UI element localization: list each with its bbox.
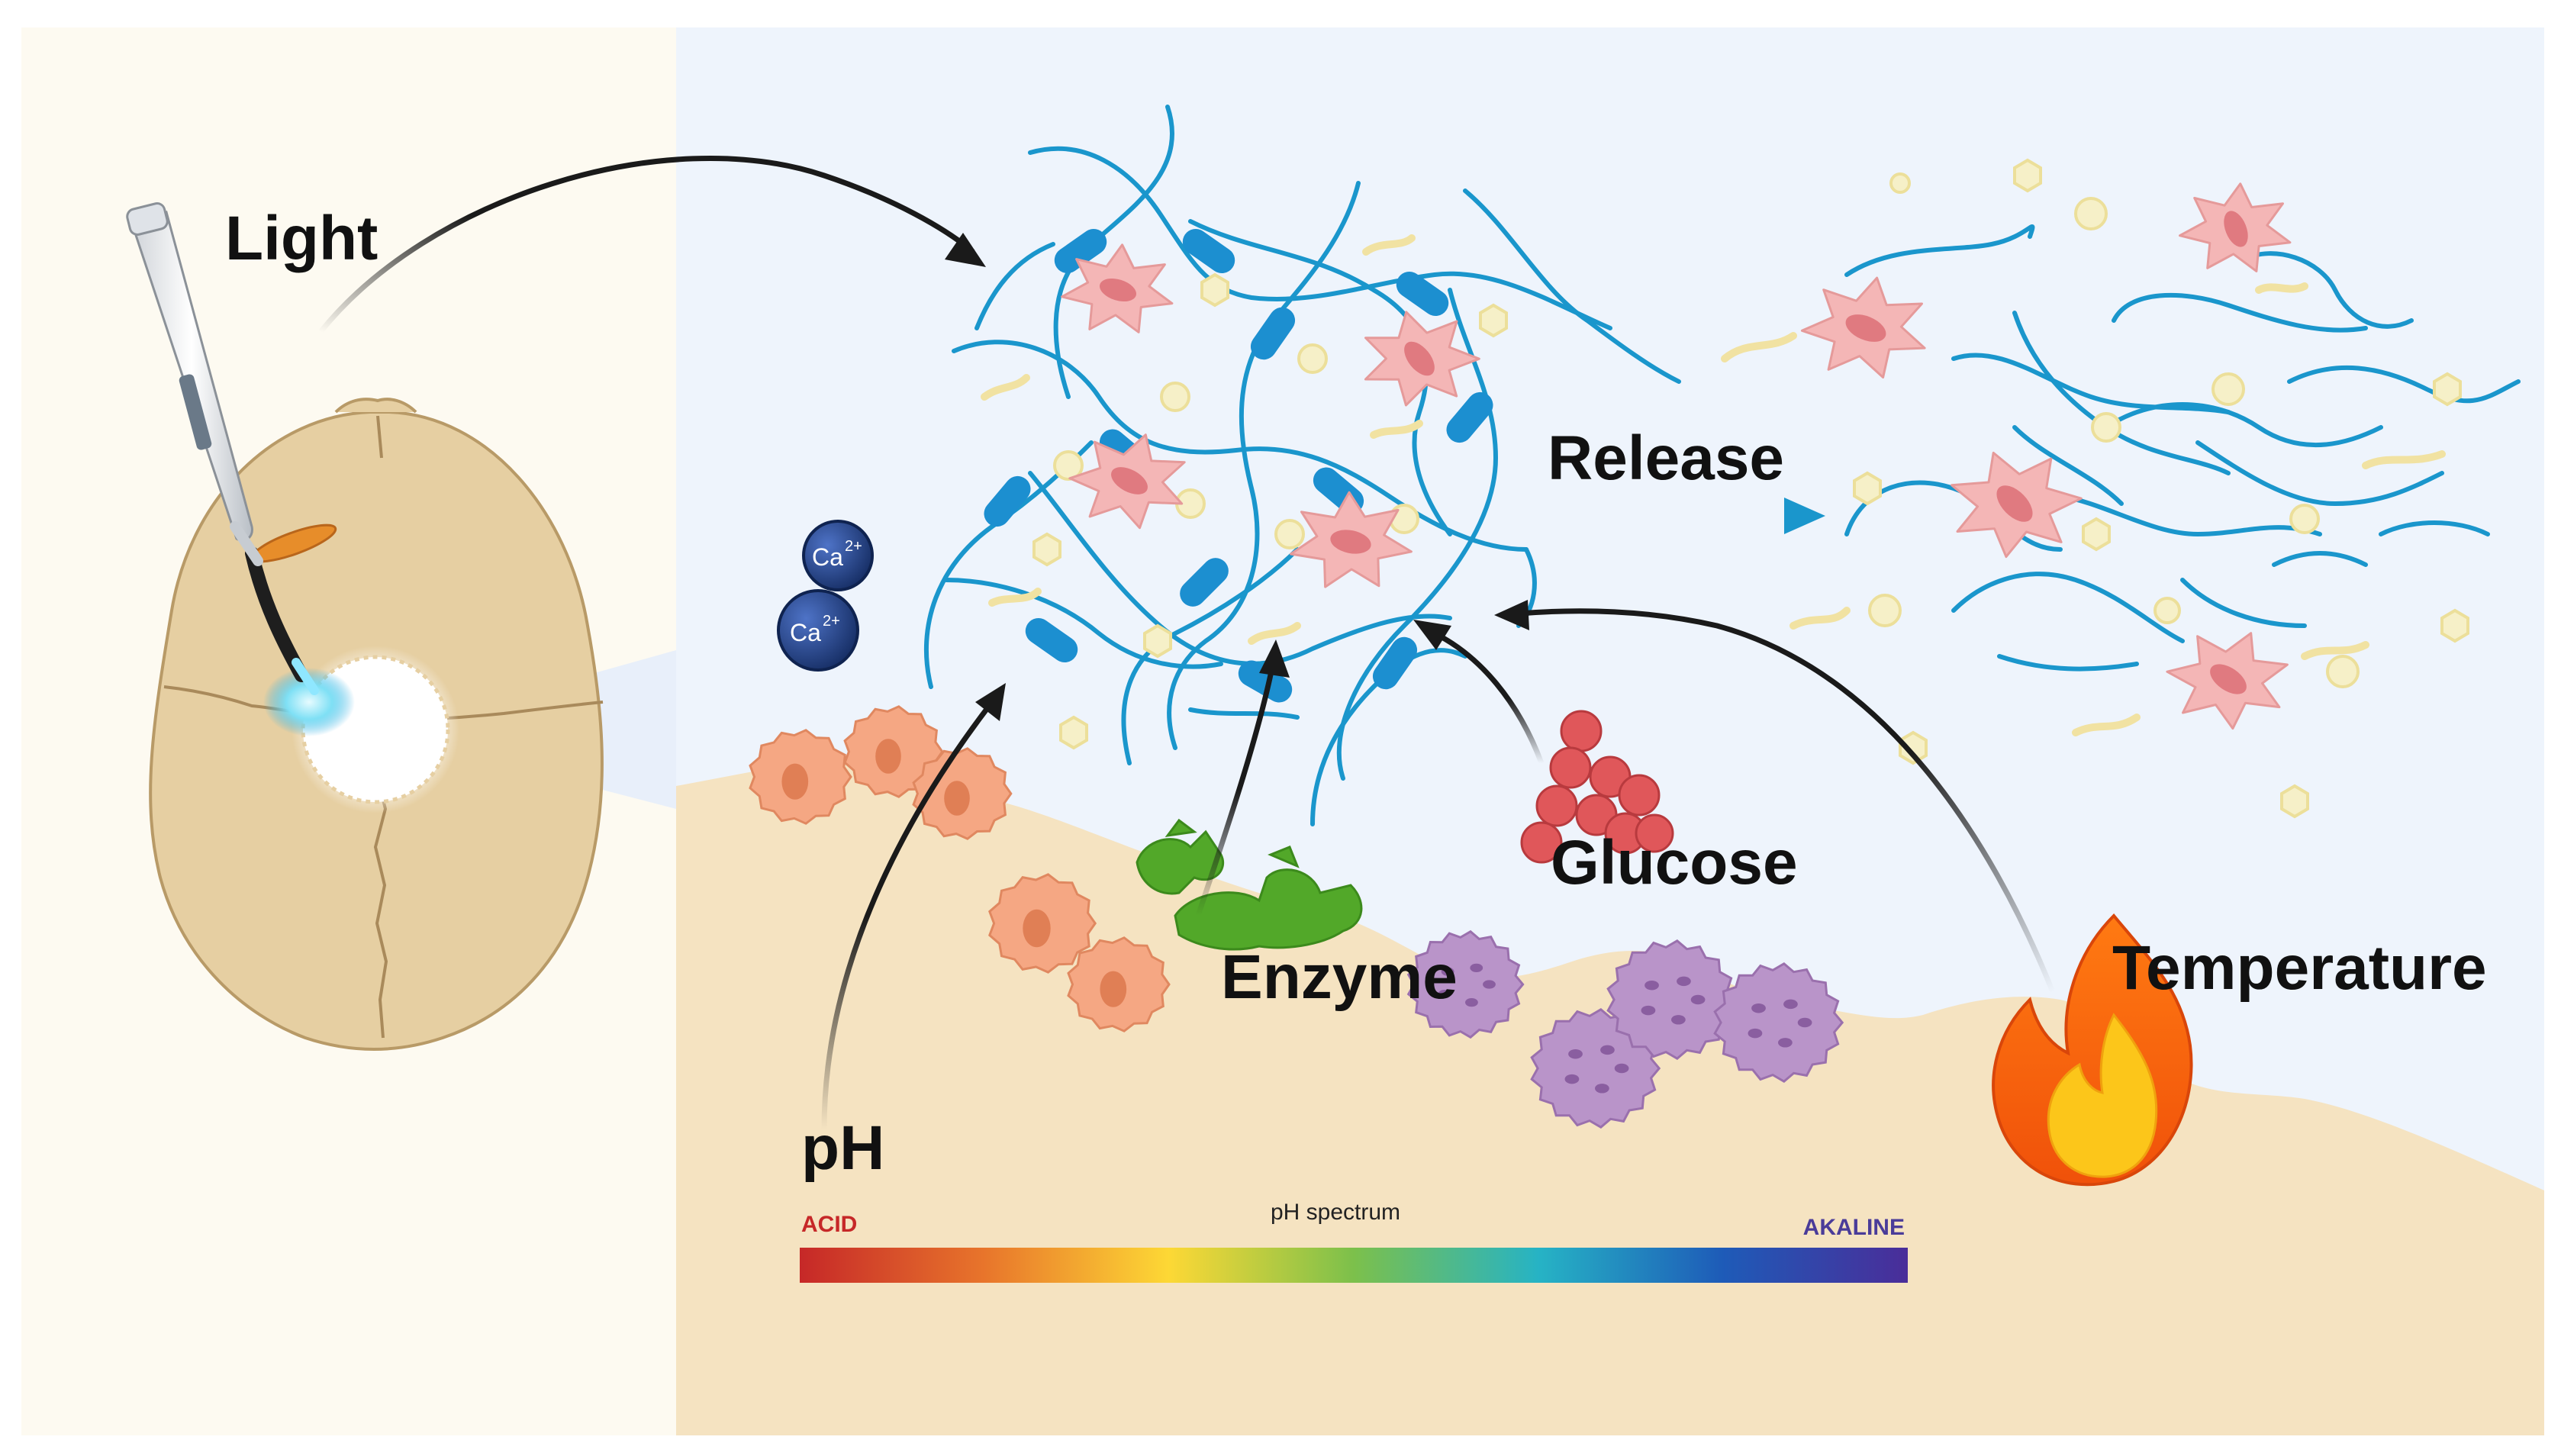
- crosslink: [1396, 271, 1449, 317]
- enzyme-arrowhead: [1259, 639, 1290, 678]
- light-arrowhead: [945, 233, 986, 267]
- particle: [1479, 303, 1508, 338]
- released-fibers: [1844, 224, 2521, 672]
- osteoblast: [988, 873, 1097, 974]
- glucose-arrow: [1433, 630, 1545, 765]
- released-particles: [1032, 158, 2469, 819]
- ion-symbol: Ca: [790, 619, 821, 646]
- cell-icon: [2166, 632, 2289, 730]
- curing-light-icon: [126, 202, 355, 736]
- flame-icon: [1992, 913, 2193, 1187]
- crosslink: [1182, 228, 1235, 274]
- ion-charge: 2+: [823, 613, 840, 630]
- ph-alkaline-label: AKALINE: [1803, 1215, 1905, 1240]
- particle: [2280, 784, 2309, 819]
- osteoclasts: [1406, 929, 1844, 1129]
- osteoblast: [912, 747, 1013, 840]
- calcium-ion: [777, 589, 859, 672]
- ph-arrow: [821, 700, 994, 1130]
- particle: [1853, 471, 1882, 506]
- cell-icon: [2179, 182, 2292, 272]
- release-arrowhead: [1784, 498, 1825, 534]
- particle: [2082, 517, 2111, 552]
- particle: [1053, 450, 1084, 481]
- particle: [2153, 597, 2181, 624]
- cells: [1061, 182, 2292, 730]
- cell-icon: [1068, 433, 1186, 530]
- osteoblasts: [749, 705, 1171, 1032]
- label-enzyme: Enzyme: [1221, 942, 1458, 1012]
- ph-gradient-bar: [800, 1248, 1908, 1283]
- calcium-ion: [802, 520, 874, 591]
- osteoclast: [1713, 962, 1844, 1084]
- enzyme-arrow: [1195, 663, 1276, 917]
- particle: [1200, 272, 1229, 308]
- skull-icon: [149, 398, 604, 1051]
- particle: [2091, 412, 2121, 443]
- temperature-arrowhead: [1494, 600, 1529, 630]
- particle: [1297, 343, 1328, 374]
- particle: [2440, 608, 2469, 643]
- ph-spectrum-title: pH spectrum: [1271, 1200, 1400, 1225]
- crosslink: [1054, 228, 1107, 274]
- particle: [2074, 197, 2108, 230]
- particle: [2433, 372, 2462, 407]
- particle: [1868, 594, 1902, 627]
- label-release: Release: [1548, 424, 1784, 493]
- cell-icon: [1951, 451, 2083, 559]
- crosslink: [984, 475, 1031, 527]
- particle: [2211, 372, 2245, 406]
- label-ph: pH: [801, 1113, 884, 1183]
- particle: [1032, 532, 1061, 567]
- particle: [1274, 519, 1305, 549]
- hydrogel-network: [923, 105, 1681, 826]
- calcium-ion-icon: Ca 2+ Ca 2+: [777, 520, 874, 672]
- particle: [2326, 655, 2360, 688]
- particle: [1160, 382, 1190, 412]
- osteoblast: [843, 705, 944, 798]
- crosslink: [1238, 660, 1293, 703]
- particle: [1889, 172, 1911, 194]
- crosslink: [1446, 391, 1493, 443]
- crosslink: [1250, 307, 1296, 360]
- osteoblast: [1067, 936, 1171, 1032]
- osteoclast: [1406, 929, 1525, 1039]
- ph-acid-label: ACID: [801, 1212, 857, 1237]
- cell-icon: [1364, 311, 1480, 407]
- particle: [2289, 504, 2320, 534]
- particle: [1143, 623, 1172, 659]
- osteoblast: [749, 729, 852, 825]
- glucose-icon: [1520, 710, 1674, 864]
- particle: [1059, 715, 1088, 750]
- crosslink: [1025, 617, 1078, 663]
- particle: [1389, 504, 1419, 534]
- enzyme-icon: [1136, 818, 1363, 951]
- ph-arrowhead: [975, 683, 1006, 721]
- crosslink: [1372, 636, 1418, 690]
- light-arrow: [318, 155, 975, 334]
- ion-charge: 2+: [845, 538, 862, 555]
- label-light: Light: [225, 204, 378, 273]
- ion-symbol: Ca: [812, 543, 843, 571]
- glucose-arrowhead: [1413, 620, 1451, 650]
- temperature-arrow: [1518, 608, 2056, 994]
- label-temperature: Temperature: [2112, 933, 2487, 1003]
- label-glucose: Glucose: [1551, 828, 1798, 897]
- particle: [1899, 730, 1928, 765]
- degradation-fragments: [981, 234, 2446, 736]
- particle: [2013, 158, 2042, 193]
- cell-icon: [1800, 276, 1926, 378]
- ph-spectrum: pH spectrum ACID AKALINE: [800, 1200, 1908, 1283]
- cell-icon: [1290, 491, 1413, 588]
- crosslink: [1180, 558, 1229, 607]
- cell-icon: [1061, 243, 1174, 333]
- osteoclast: [1606, 939, 1738, 1061]
